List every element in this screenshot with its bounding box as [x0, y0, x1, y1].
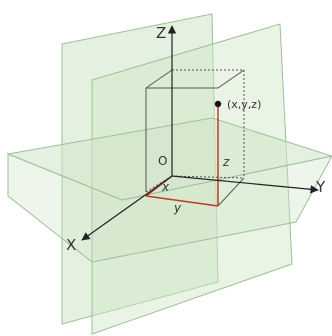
y-segment	[145, 195, 219, 207]
z-measure-label: z	[222, 155, 230, 169]
y-axis	[171, 175, 319, 194]
point-label: (x,y,z)	[227, 98, 261, 111]
y-axis-label: Y	[315, 178, 326, 196]
axes	[81, 25, 319, 241]
origin-label: O	[158, 154, 167, 168]
z-axis-label: Z	[156, 24, 166, 42]
y-measure-label: y	[173, 201, 182, 215]
x-measure-label: x	[161, 180, 170, 194]
x-axis-label: X	[66, 236, 76, 254]
point-marker	[214, 100, 222, 108]
x-axis	[81, 175, 173, 241]
